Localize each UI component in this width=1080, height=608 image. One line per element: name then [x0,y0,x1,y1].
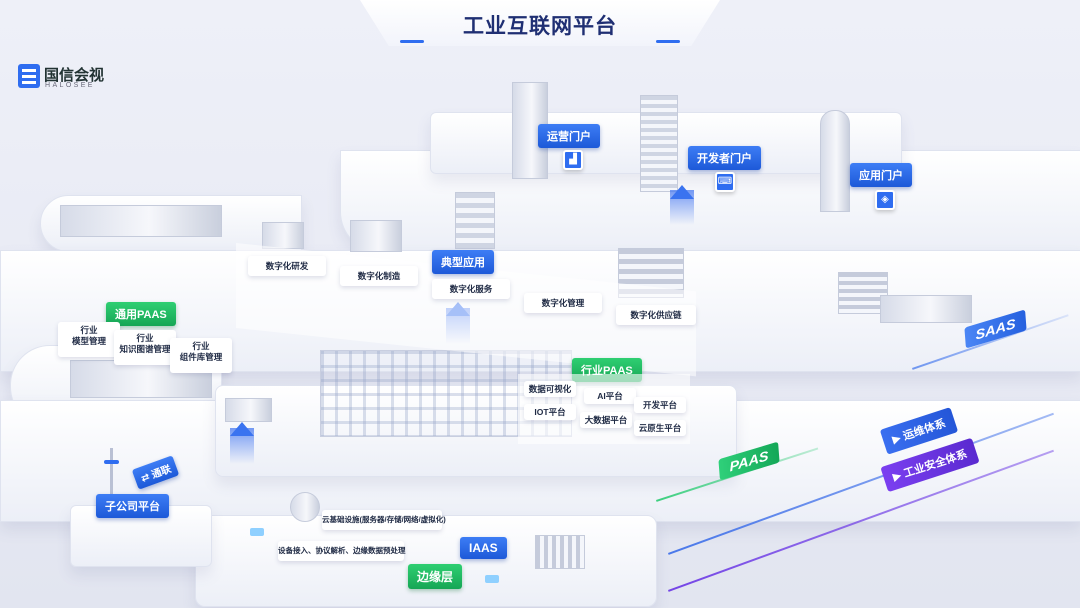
title-bar [360,0,720,46]
title-deco-right [656,40,680,43]
right-building [838,272,888,314]
right-warehouse [880,295,972,323]
ipaas-data-viz[interactable]: 数据可视化 [524,381,576,397]
portal-ops[interactable]: 运营门户 [538,124,600,148]
app-card-supply-chain[interactable]: 数字化供应链 [616,305,696,325]
logo-name-en: HALOSEE [45,82,95,89]
iaas-label: IAAS [460,537,507,559]
app-card-rnd[interactable]: 数字化研发 [248,256,326,276]
iaas-infrastructure-card[interactable]: 云基础设施(服务器/存储/网络/虚拟化) [322,510,446,530]
app-card-management[interactable]: 数字化管理 [524,293,602,313]
skyscraper-building [640,95,678,192]
app-card-service[interactable]: 数字化服务 [432,279,510,299]
logo-name-cn: 国信会视 [44,67,105,84]
app-card-manufacturing[interactable]: 数字化制造 [340,266,418,286]
portal-developer[interactable]: 开发者门户 [688,146,761,170]
dome-building [290,492,320,522]
ipaas-ai[interactable]: AI平台 [584,388,636,404]
server-racks [535,535,585,569]
portal-app[interactable]: 应用门户 [850,163,912,187]
code-icon: ⌨ [715,172,735,192]
device-icon [250,528,264,536]
halosee-logo-icon [18,64,40,88]
small-building-2 [350,220,402,252]
ipaas-iot[interactable]: IOT平台 [524,404,576,420]
small-building [262,222,304,249]
swap-arrows-icon: ⇄ [139,471,152,485]
page-title: 工业互联网平台 [463,15,617,38]
title-deco-left [400,40,424,43]
cube-icon: ◈ [875,190,895,210]
portal-up-arrow [670,185,694,199]
general-paas-component[interactable]: 行业 组件库管理 [170,338,232,373]
ipaas-dev[interactable]: 开发平台 [634,397,686,413]
ipaas-cloud-native[interactable]: 云原生平台 [634,420,686,436]
ipaas-bigdata[interactable]: 大数据平台 [580,412,632,428]
antenna-tower [110,448,113,496]
typical-apps-header: 典型应用 [432,250,494,274]
edge-layer-label: 边缘层 [408,564,463,589]
gateway-building [225,398,272,422]
chart-icon: ▟ [563,150,583,170]
general-paas-header: 通用PAAS [106,302,176,326]
paas-up-arrow [230,422,254,436]
office-building [455,192,495,249]
left-warehouse [60,205,222,237]
spire-building [820,110,850,212]
subsidiary-platform-label[interactable]: 子公司平台 [96,494,169,518]
edge-processing-card[interactable]: 设备接入、协议解析、边缘数据预处理 [278,541,406,561]
connector-label: 通联 [150,463,173,482]
device-icon [485,575,499,583]
general-paas-knowledge[interactable]: 行业 知识图谱管理 [114,330,176,365]
general-paas-model[interactable]: 行业 模型管理 [58,322,120,357]
antenna-signal-icon [104,460,119,464]
